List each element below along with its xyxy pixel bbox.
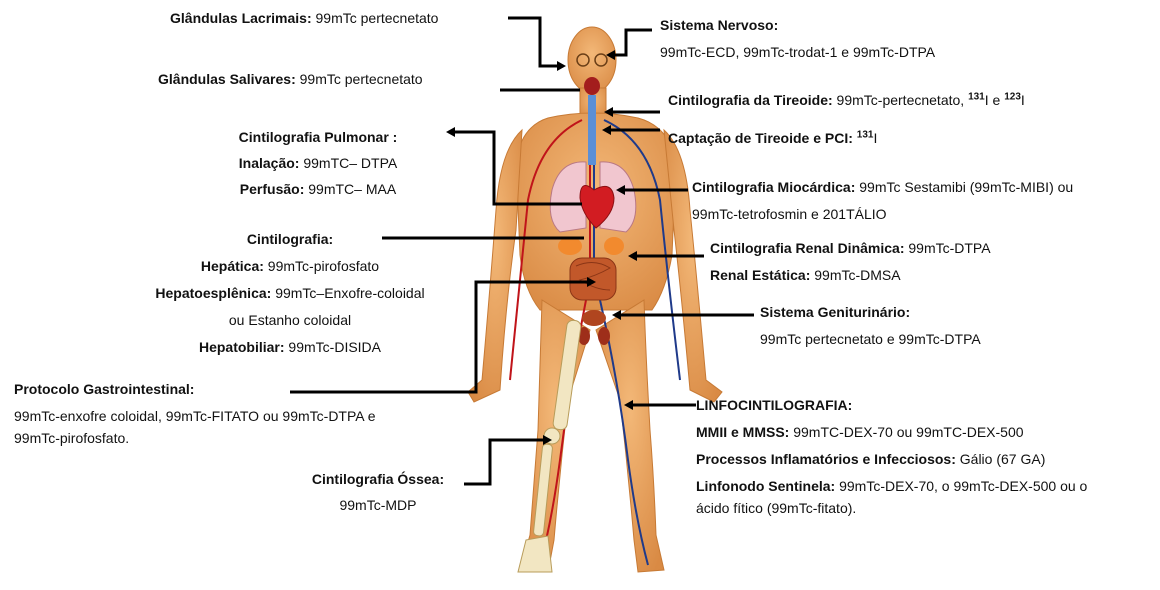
lympho-sentinel: Linfonodo Sentinela: 99mTc-DEX-70, o 99m… <box>696 478 1087 494</box>
lympho-sentinel-line2: ácido fítico (99mTc-fitato). <box>696 500 1087 516</box>
genito-text: 99mTc pertecnetato e 99mTc-DTPA <box>760 331 981 347</box>
myocardial-block: Cintilografia Miocárdica: 99mTc Sestamib… <box>692 179 1073 222</box>
bladder <box>582 310 606 326</box>
renal-block: Cintilografia Renal Dinâmica: 99mTc-DTPA… <box>710 240 991 283</box>
myocardial-line2: 99mTc-tetrofosmin e 201TÁLIO <box>692 206 1073 222</box>
hepatic-hepatica: Hepática: 99mTc-pirofosfato <box>120 258 460 274</box>
spleen <box>604 237 624 255</box>
gastro-block: Protocolo Gastrointestinal: 99mTc-enxofr… <box>14 381 376 446</box>
uptake-label: Captação de Tireoide e PCI: 131I <box>668 130 877 146</box>
thyroid-label: Cintilografia da Tireoide: 99mTc-pertecn… <box>668 92 1025 108</box>
liver <box>558 237 582 255</box>
pulmonary-block: Cintilografia Pulmonar : Inalação: 99mTC… <box>216 129 420 197</box>
bone-text: 99mTc-MDP <box>296 497 460 513</box>
pulmonary-inhalation: Inalação: 99mTC– DTPA <box>216 155 420 171</box>
salivary-title: Glândulas Salivares: <box>158 71 296 87</box>
intestines <box>570 258 616 300</box>
renal-dynamic: Cintilografia Renal Dinâmica: 99mTc-DTPA <box>710 240 991 256</box>
gastro-line2: 99mTc-pirofosfato. <box>14 430 376 446</box>
lacrimal-label: Glândulas Lacrimais: 99mTc pertecnetato <box>170 10 438 26</box>
salivary-label: Glândulas Salivares: 99mTc pertecnetato <box>158 71 423 87</box>
genito-title: Sistema Geniturinário: <box>760 304 981 320</box>
trachea <box>588 95 596 165</box>
hepatic-block: Cintilografia: Hepática: 99mTc-pirofosfa… <box>120 231 460 355</box>
lympho-mmii: MMII e MMSS: 99mTC-DEX-70 ou 99mTC-DEX-5… <box>696 424 1087 440</box>
genito-block: Sistema Geniturinário: 99mTc pertecnetat… <box>760 304 981 347</box>
myocardial-line1: Cintilografia Miocárdica: 99mTc Sestamib… <box>692 179 1073 195</box>
lympho-inflammatory: Processos Inflamatórios e Infecciosos: G… <box>696 451 1087 467</box>
nervous-title: Sistema Nervoso: <box>660 17 935 33</box>
hepatic-hepatobiliar: Hepatobiliar: 99mTc-DISIDA <box>120 339 460 355</box>
nervous-text: 99mTc-ECD, 99mTc-trodat-1 e 99mTc-DTPA <box>660 44 935 60</box>
gastro-line1: 99mTc-enxofre coloidal, 99mTc-FITATO ou … <box>14 408 376 424</box>
lympho-block: LINFOCINTILOGRAFIA: MMII e MMSS: 99mTC-D… <box>696 397 1087 516</box>
nervous-block: Sistema Nervoso: 99mTc-ECD, 99mTc-trodat… <box>660 17 935 60</box>
lympho-title: LINFOCINTILOGRAFIA: <box>696 397 1087 413</box>
lacrimal-text: 99mTc pertecnetato <box>312 10 439 26</box>
pulmonary-title: Cintilografia Pulmonar : <box>216 129 420 145</box>
pulmonary-perfusion: Perfusão: 99mTC– MAA <box>216 181 420 197</box>
bone-title: Cintilografia Óssea: <box>296 471 460 487</box>
gastro-title: Protocolo Gastrointestinal: <box>14 381 376 397</box>
hepatic-hepatoesplenica: Hepatoesplênica: 99mTc–Enxofre-coloidal <box>120 285 460 301</box>
hepatic-hepatoesplenica-line2: ou Estanho coloidal <box>120 312 460 328</box>
salivary-text: 99mTc pertecnetato <box>296 71 423 87</box>
hepatic-title: Cintilografia: <box>120 231 460 247</box>
kidney-right <box>598 327 610 345</box>
bone-block: Cintilografia Óssea: 99mTc-MDP <box>296 471 460 513</box>
renal-static: Renal Estática: 99mTc-DMSA <box>710 267 991 283</box>
lacrimal-title: Glândulas Lacrimais: <box>170 10 312 26</box>
